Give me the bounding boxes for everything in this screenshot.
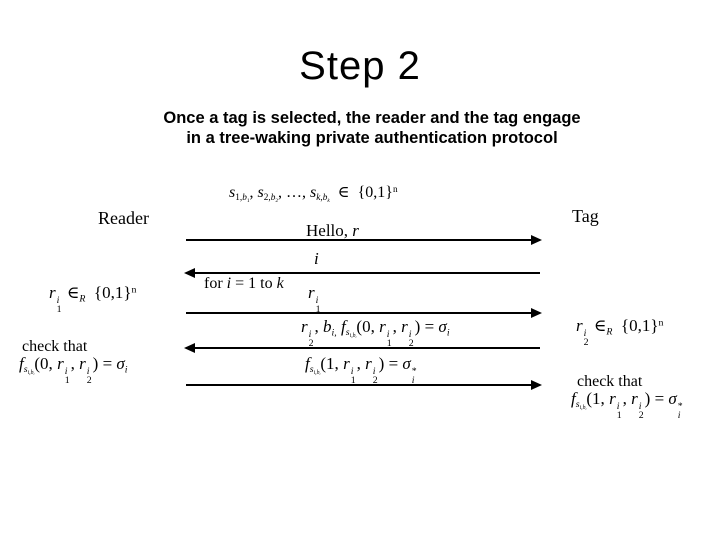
arrow-tag-to-reader-i [184, 268, 540, 278]
arrow-tag-to-reader-response [184, 343, 540, 353]
slide-title: Step 2 [299, 44, 421, 88]
subtitle-line-2: in a tree-waking private authentication … [186, 129, 558, 147]
arrow-reader-to-tag-hello [186, 235, 542, 245]
slide-subtitle: Once a tag is selected, the reader and t… [12, 108, 720, 148]
reader-check-that-label: check that [22, 338, 88, 355]
arrow-reader-to-tag-r1 [186, 308, 542, 318]
message-hello-r: Hello, r [306, 221, 359, 240]
reader-party-label: Reader [98, 208, 149, 228]
arrow-reader-to-tag-confirm [186, 380, 542, 390]
tag-party-label: Tag [572, 206, 599, 226]
subtitle-line-1: Once a tag is selected, the reader and t… [163, 109, 581, 127]
tag-check-that-label: check that [577, 373, 643, 390]
message-i: i [314, 249, 319, 268]
shared-secrets-formula: s1,b1, s2,b2, …, sk,bk ∈ {0,1}n [229, 184, 398, 205]
loop-for-i-label: for i = 1 to k [204, 275, 284, 292]
